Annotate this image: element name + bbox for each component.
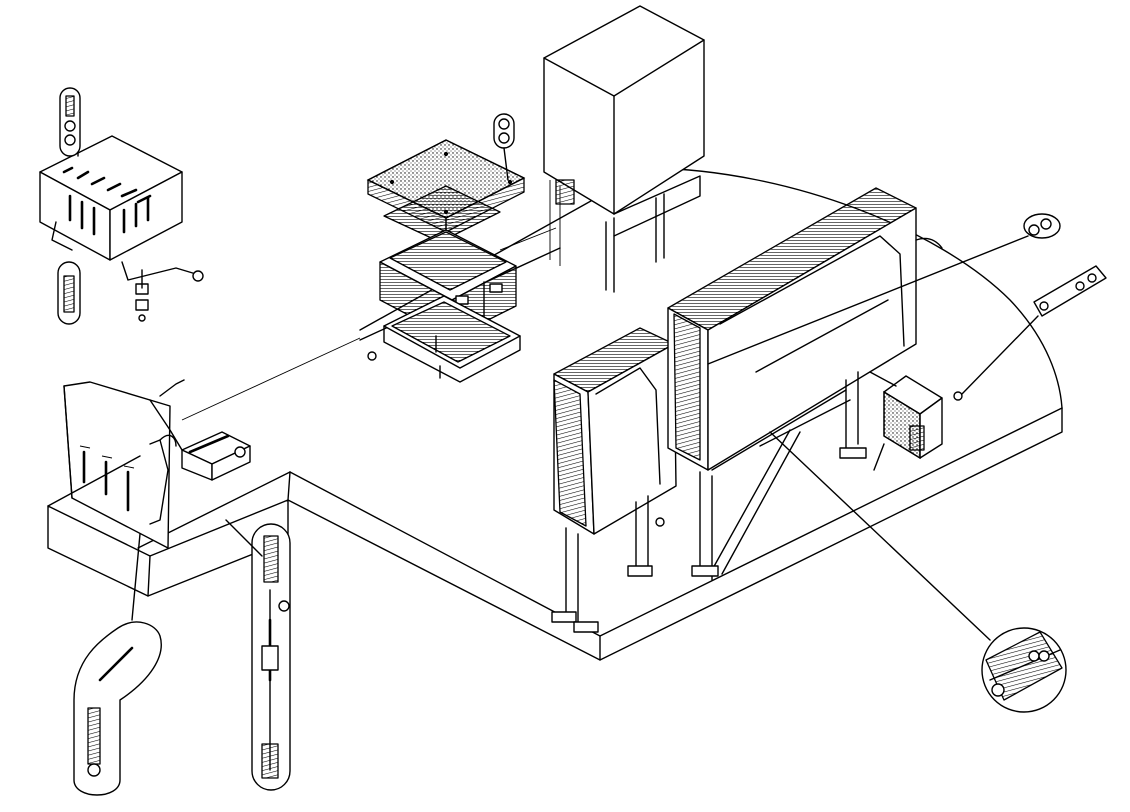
clamp-detail-bottom-right (769, 431, 1067, 713)
cable-detail-bottom-left (73, 533, 162, 796)
leader-lines (181, 227, 665, 527)
panel-slots (79, 445, 135, 512)
plate-detail-right (953, 265, 1107, 401)
small-cabinet (551, 327, 677, 633)
rod-assembly-detail (225, 519, 291, 791)
battery-pack (379, 185, 521, 383)
tall-cabinet (543, 5, 705, 293)
washer-detail-cover (493, 113, 515, 181)
vent-slots (62, 166, 152, 236)
small-relay-box (149, 379, 251, 481)
junction-box (869, 371, 943, 471)
bolt-detail-top-left (59, 87, 81, 157)
large-cabinet (667, 187, 943, 581)
bolt-detail-left-middle (57, 261, 149, 325)
washer-pair-detail-right (707, 213, 1061, 365)
